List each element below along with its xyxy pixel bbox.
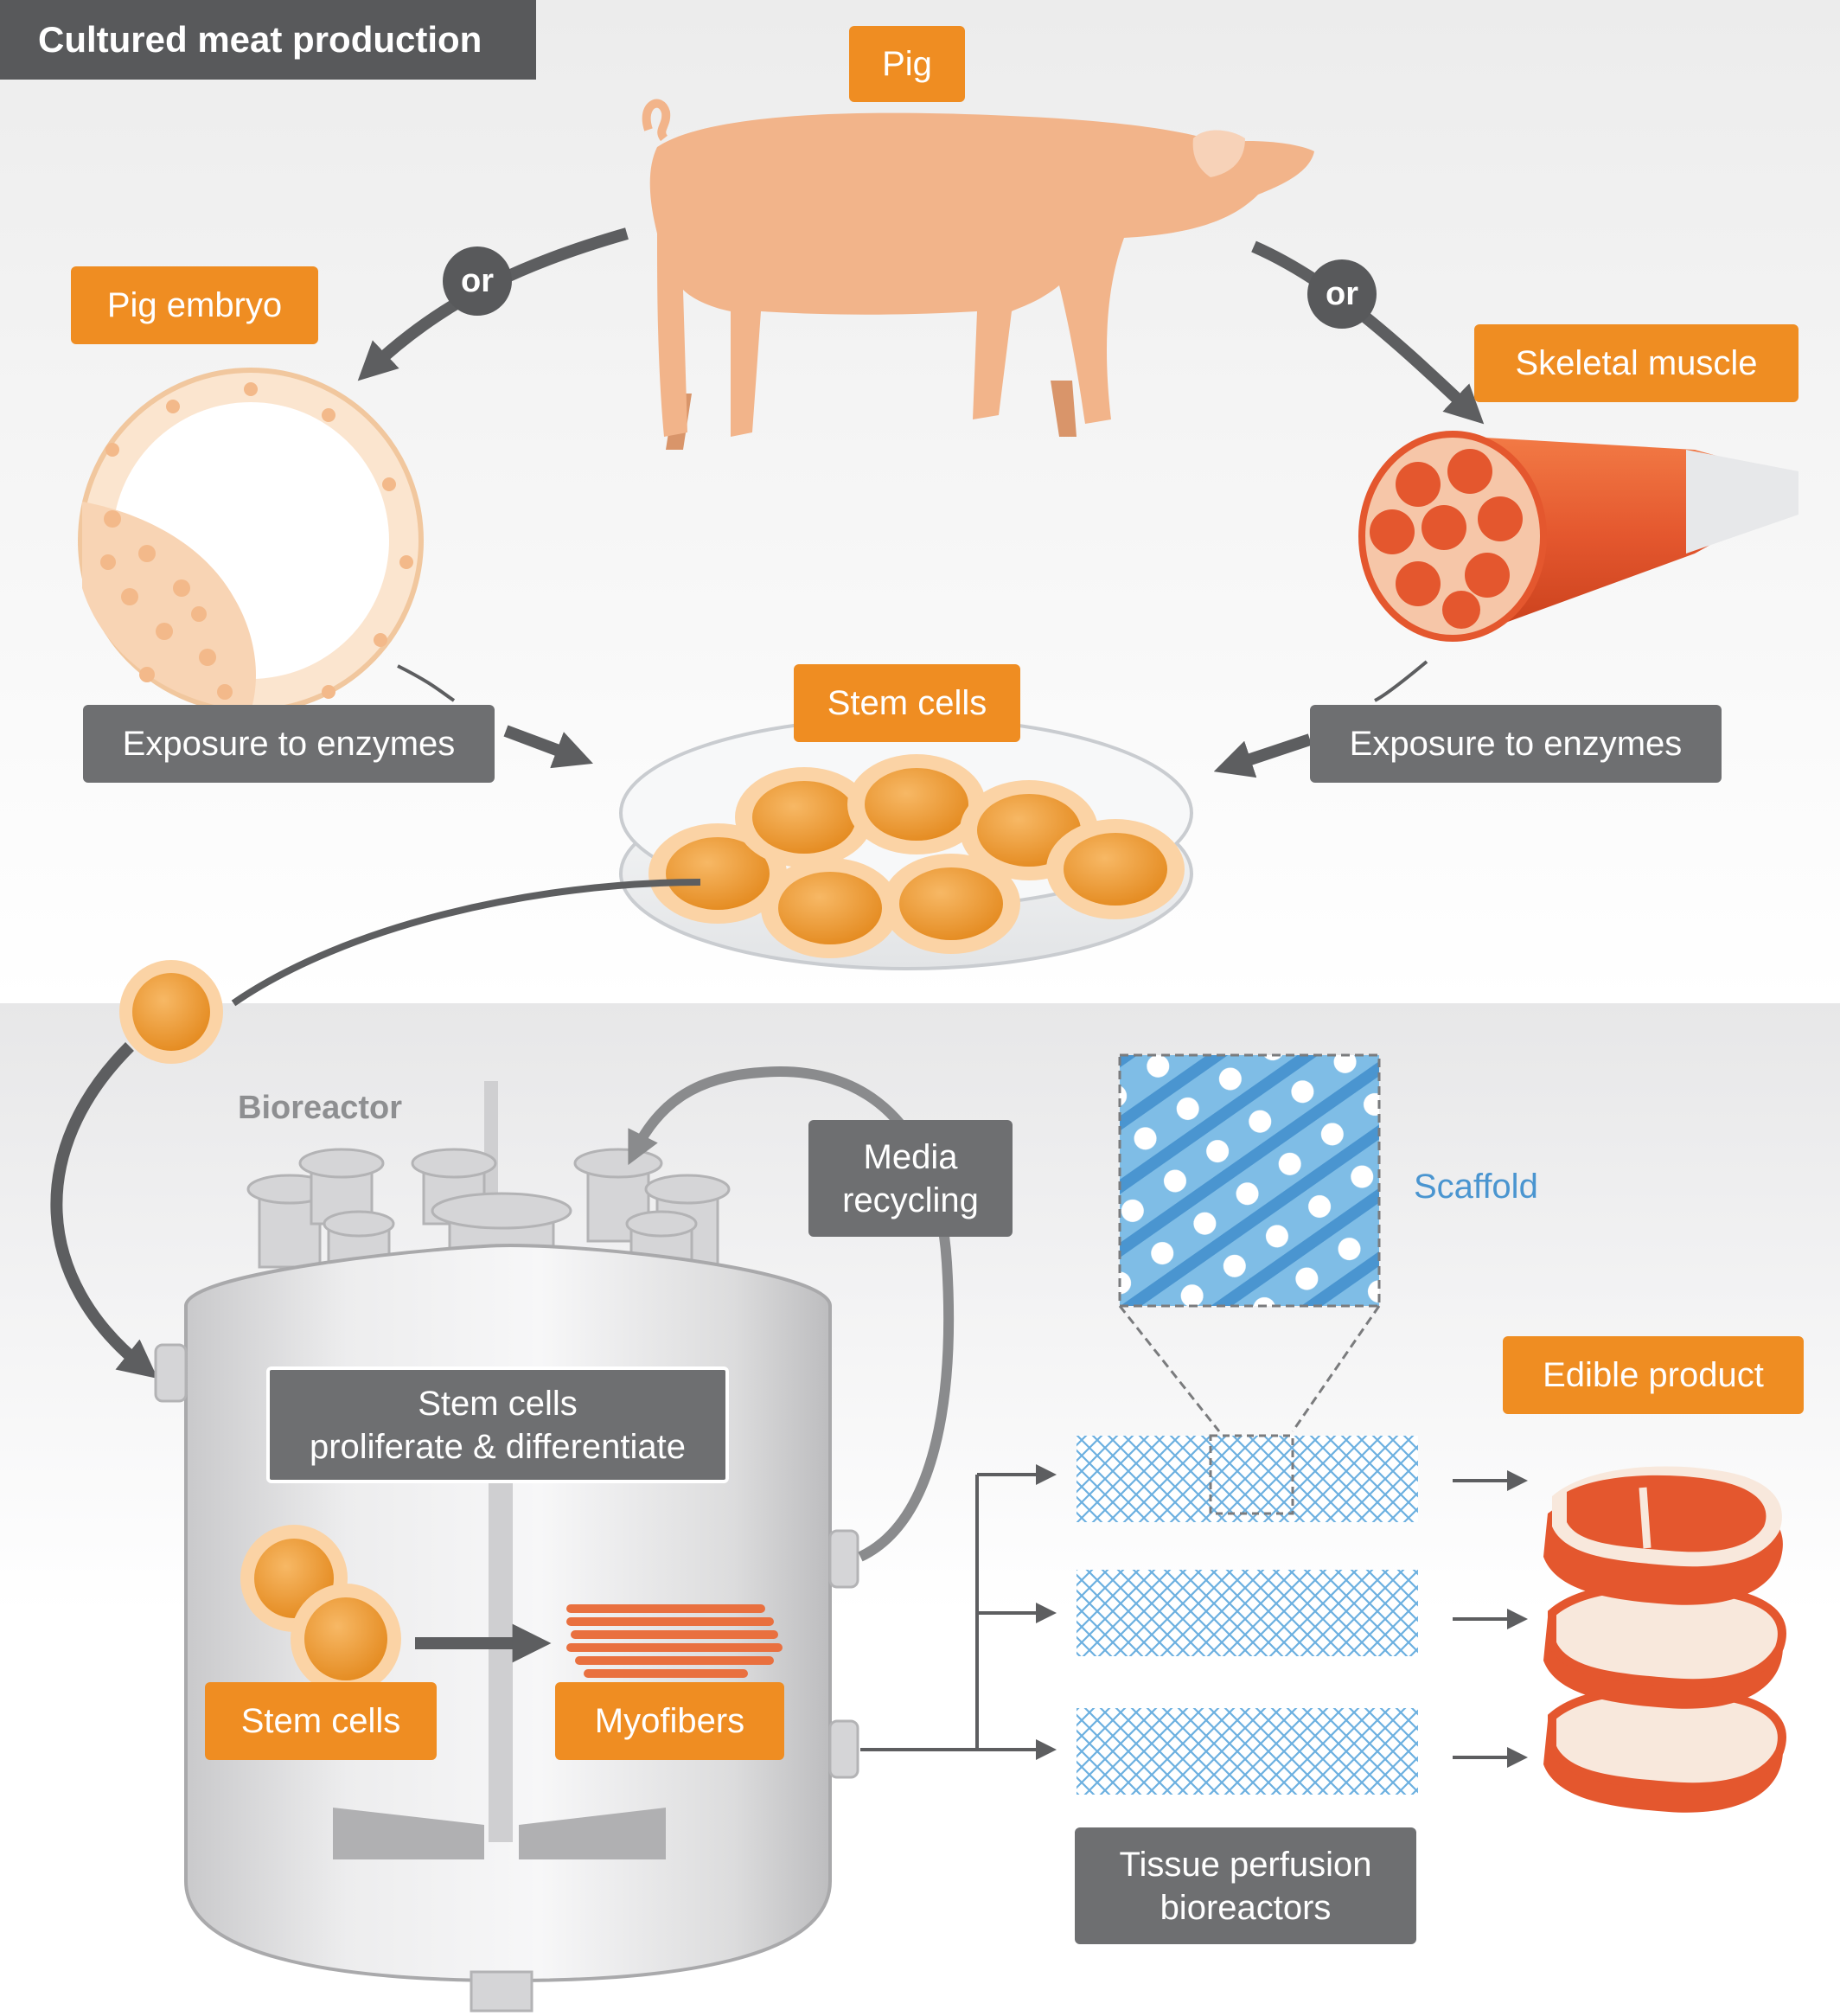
arrow-muscle-to-dish — [1213, 733, 1313, 778]
media-recycling-line1: Media — [863, 1137, 958, 1176]
arrow-cell-to-bioreactor — [50, 1042, 158, 1379]
edible-product-illustration — [1543, 1466, 1786, 1813]
pig-embryo-illustration — [78, 368, 424, 714]
or-left-badge: or — [443, 246, 512, 316]
proliferate-differentiate-label: Stem cells proliferate & differentiate — [266, 1366, 729, 1483]
stem-cells-inner-label: Stem cells — [205, 1682, 437, 1760]
myofibers-label: Myofibers — [555, 1682, 784, 1760]
tissue-bioreactor-1 — [1077, 1436, 1418, 1522]
exposure-to-enzymes-left-label: Exposure to enzymes — [83, 705, 495, 783]
scaffold-magnified — [1118, 1053, 1381, 1308]
media-recycling-label: Media recycling — [808, 1120, 1013, 1237]
proliferate-line1: Stem cells — [418, 1384, 578, 1423]
bioreactor-label: Bioreactor — [238, 1090, 403, 1126]
edible-product-label: Edible product — [1503, 1336, 1804, 1414]
stem-cells-dish-label: Stem cells — [794, 664, 1020, 742]
proliferate-line2: proliferate & differentiate — [309, 1427, 687, 1466]
pig-label: Pig — [849, 26, 965, 102]
tissue-perfusion-line2: bioreactors — [1160, 1888, 1332, 1927]
tissue-bioreactor-3 — [1077, 1708, 1418, 1795]
scaffold-label: Scaffold — [1414, 1168, 1538, 1206]
petri-dish-illustration — [619, 716, 1193, 970]
myofibers-bundle — [566, 1604, 783, 1678]
tissue-perfusion-line1: Tissue perfusion — [1119, 1845, 1372, 1884]
or-right-badge: or — [1307, 259, 1377, 329]
tissue-perfusion-bioreactors-label: Tissue perfusion bioreactors — [1075, 1827, 1416, 1944]
skeletal-muscle-illustration — [1358, 431, 1798, 642]
arrow-embryo-to-dish — [503, 725, 593, 769]
tissue-bioreactor-2 — [1077, 1570, 1418, 1656]
exposure-to-enzymes-right-label: Exposure to enzymes — [1310, 705, 1722, 783]
page-title: Cultured meat production — [0, 0, 536, 80]
pig-illustration — [642, 99, 1314, 450]
pig-embryo-label: Pig embryo — [71, 266, 318, 344]
skeletal-muscle-label: Skeletal muscle — [1474, 324, 1798, 402]
media-recycling-line2: recycling — [842, 1181, 979, 1219]
inner-stem-cells — [240, 1525, 401, 1694]
single-stem-cell — [119, 960, 223, 1064]
bioreactor-output-lines — [860, 1464, 1057, 1760]
